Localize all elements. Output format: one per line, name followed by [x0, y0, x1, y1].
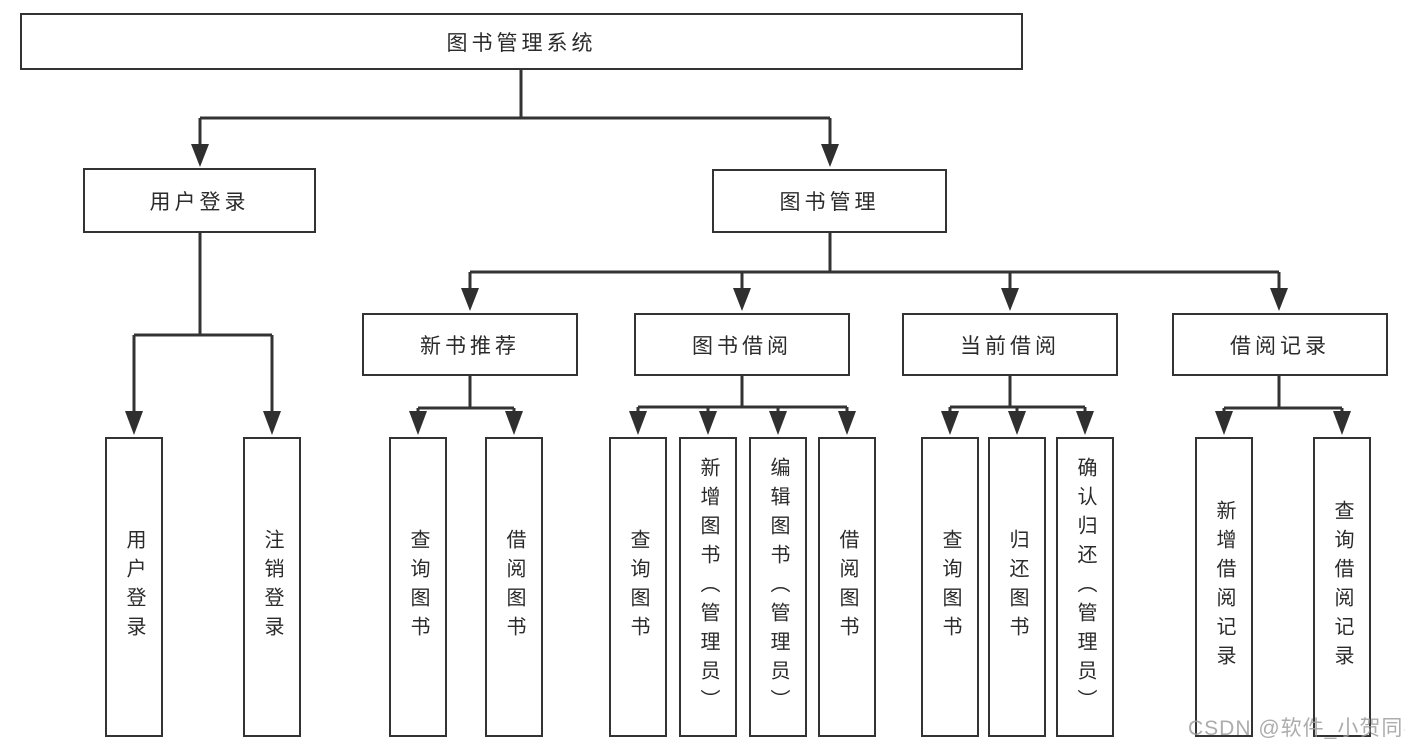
leaf-cb-query-books: 查询图书 [921, 437, 979, 737]
node-user-login: 用户登录 [83, 168, 316, 233]
leaf-bb-edit-books-admin: 编辑图书（管理员） [749, 437, 807, 737]
leaf-bb-query-books: 查询图书 [609, 437, 667, 737]
leaf-cb-return-books: 归还图书 [988, 437, 1046, 737]
leaf-bb-add-books-admin: 新增图书（管理员） [679, 437, 737, 737]
leaf-user-login: 用户登录 [105, 437, 163, 737]
leaf-bb-add-books-admin-label: 新增图书（管理员） [697, 456, 719, 718]
leaf-cb-confirm-return-admin: 确认归还（管理员） [1056, 437, 1114, 737]
node-new-book-recommendation-label: 新书推荐 [420, 334, 520, 358]
leaf-br-add-record: 新增借阅记录 [1195, 437, 1253, 737]
watermark: CSDN @软件_小贺同学 [1188, 717, 1405, 740]
node-user-login-label: 用户登录 [149, 190, 250, 214]
leaf-bb-borrow-books-label: 借阅图书 [836, 529, 858, 645]
leaf-cb-return-books-label: 归还图书 [1006, 529, 1028, 645]
leaf-bb-query-books-label: 查询图书 [627, 529, 649, 645]
leaf-bb-borrow-books: 借阅图书 [818, 437, 876, 737]
node-new-book-recommendation: 新书推荐 [362, 313, 578, 376]
leaf-logout: 注销登录 [243, 437, 301, 737]
node-book-borrowing: 图书借阅 [634, 313, 850, 376]
leaf-nbr-borrow-books-label: 借阅图书 [503, 529, 525, 645]
leaf-cb-query-books-label: 查询图书 [939, 529, 961, 645]
leaf-br-query-record: 查询借阅记录 [1313, 437, 1371, 737]
node-current-borrowing-label: 当前借阅 [960, 334, 1060, 358]
node-borrowing-records: 借阅记录 [1172, 313, 1388, 376]
leaf-nbr-query-books: 查询图书 [389, 437, 447, 737]
node-book-management-label: 图书管理 [779, 191, 880, 214]
leaf-br-query-record-label: 查询借阅记录 [1331, 500, 1353, 674]
leaf-br-add-record-label: 新增借阅记录 [1213, 500, 1235, 674]
leaf-logout-label: 注销登录 [261, 529, 283, 645]
node-borrowing-records-label: 借阅记录 [1230, 334, 1330, 358]
leaf-user-login-label: 用户登录 [123, 529, 145, 645]
leaf-nbr-query-books-label: 查询图书 [407, 529, 429, 645]
node-current-borrowing: 当前借阅 [902, 313, 1118, 376]
node-root-label: 图书管理系统 [446, 31, 597, 55]
node-book-management: 图书管理 [712, 169, 947, 233]
leaf-nbr-borrow-books: 借阅图书 [485, 437, 543, 737]
leaf-bb-edit-books-admin-label: 编辑图书（管理员） [767, 456, 789, 718]
node-root: 图书管理系统 [20, 13, 1023, 70]
leaf-cb-confirm-return-admin-label: 确认归还（管理员） [1074, 456, 1096, 718]
node-book-borrowing-label: 图书借阅 [692, 334, 792, 358]
